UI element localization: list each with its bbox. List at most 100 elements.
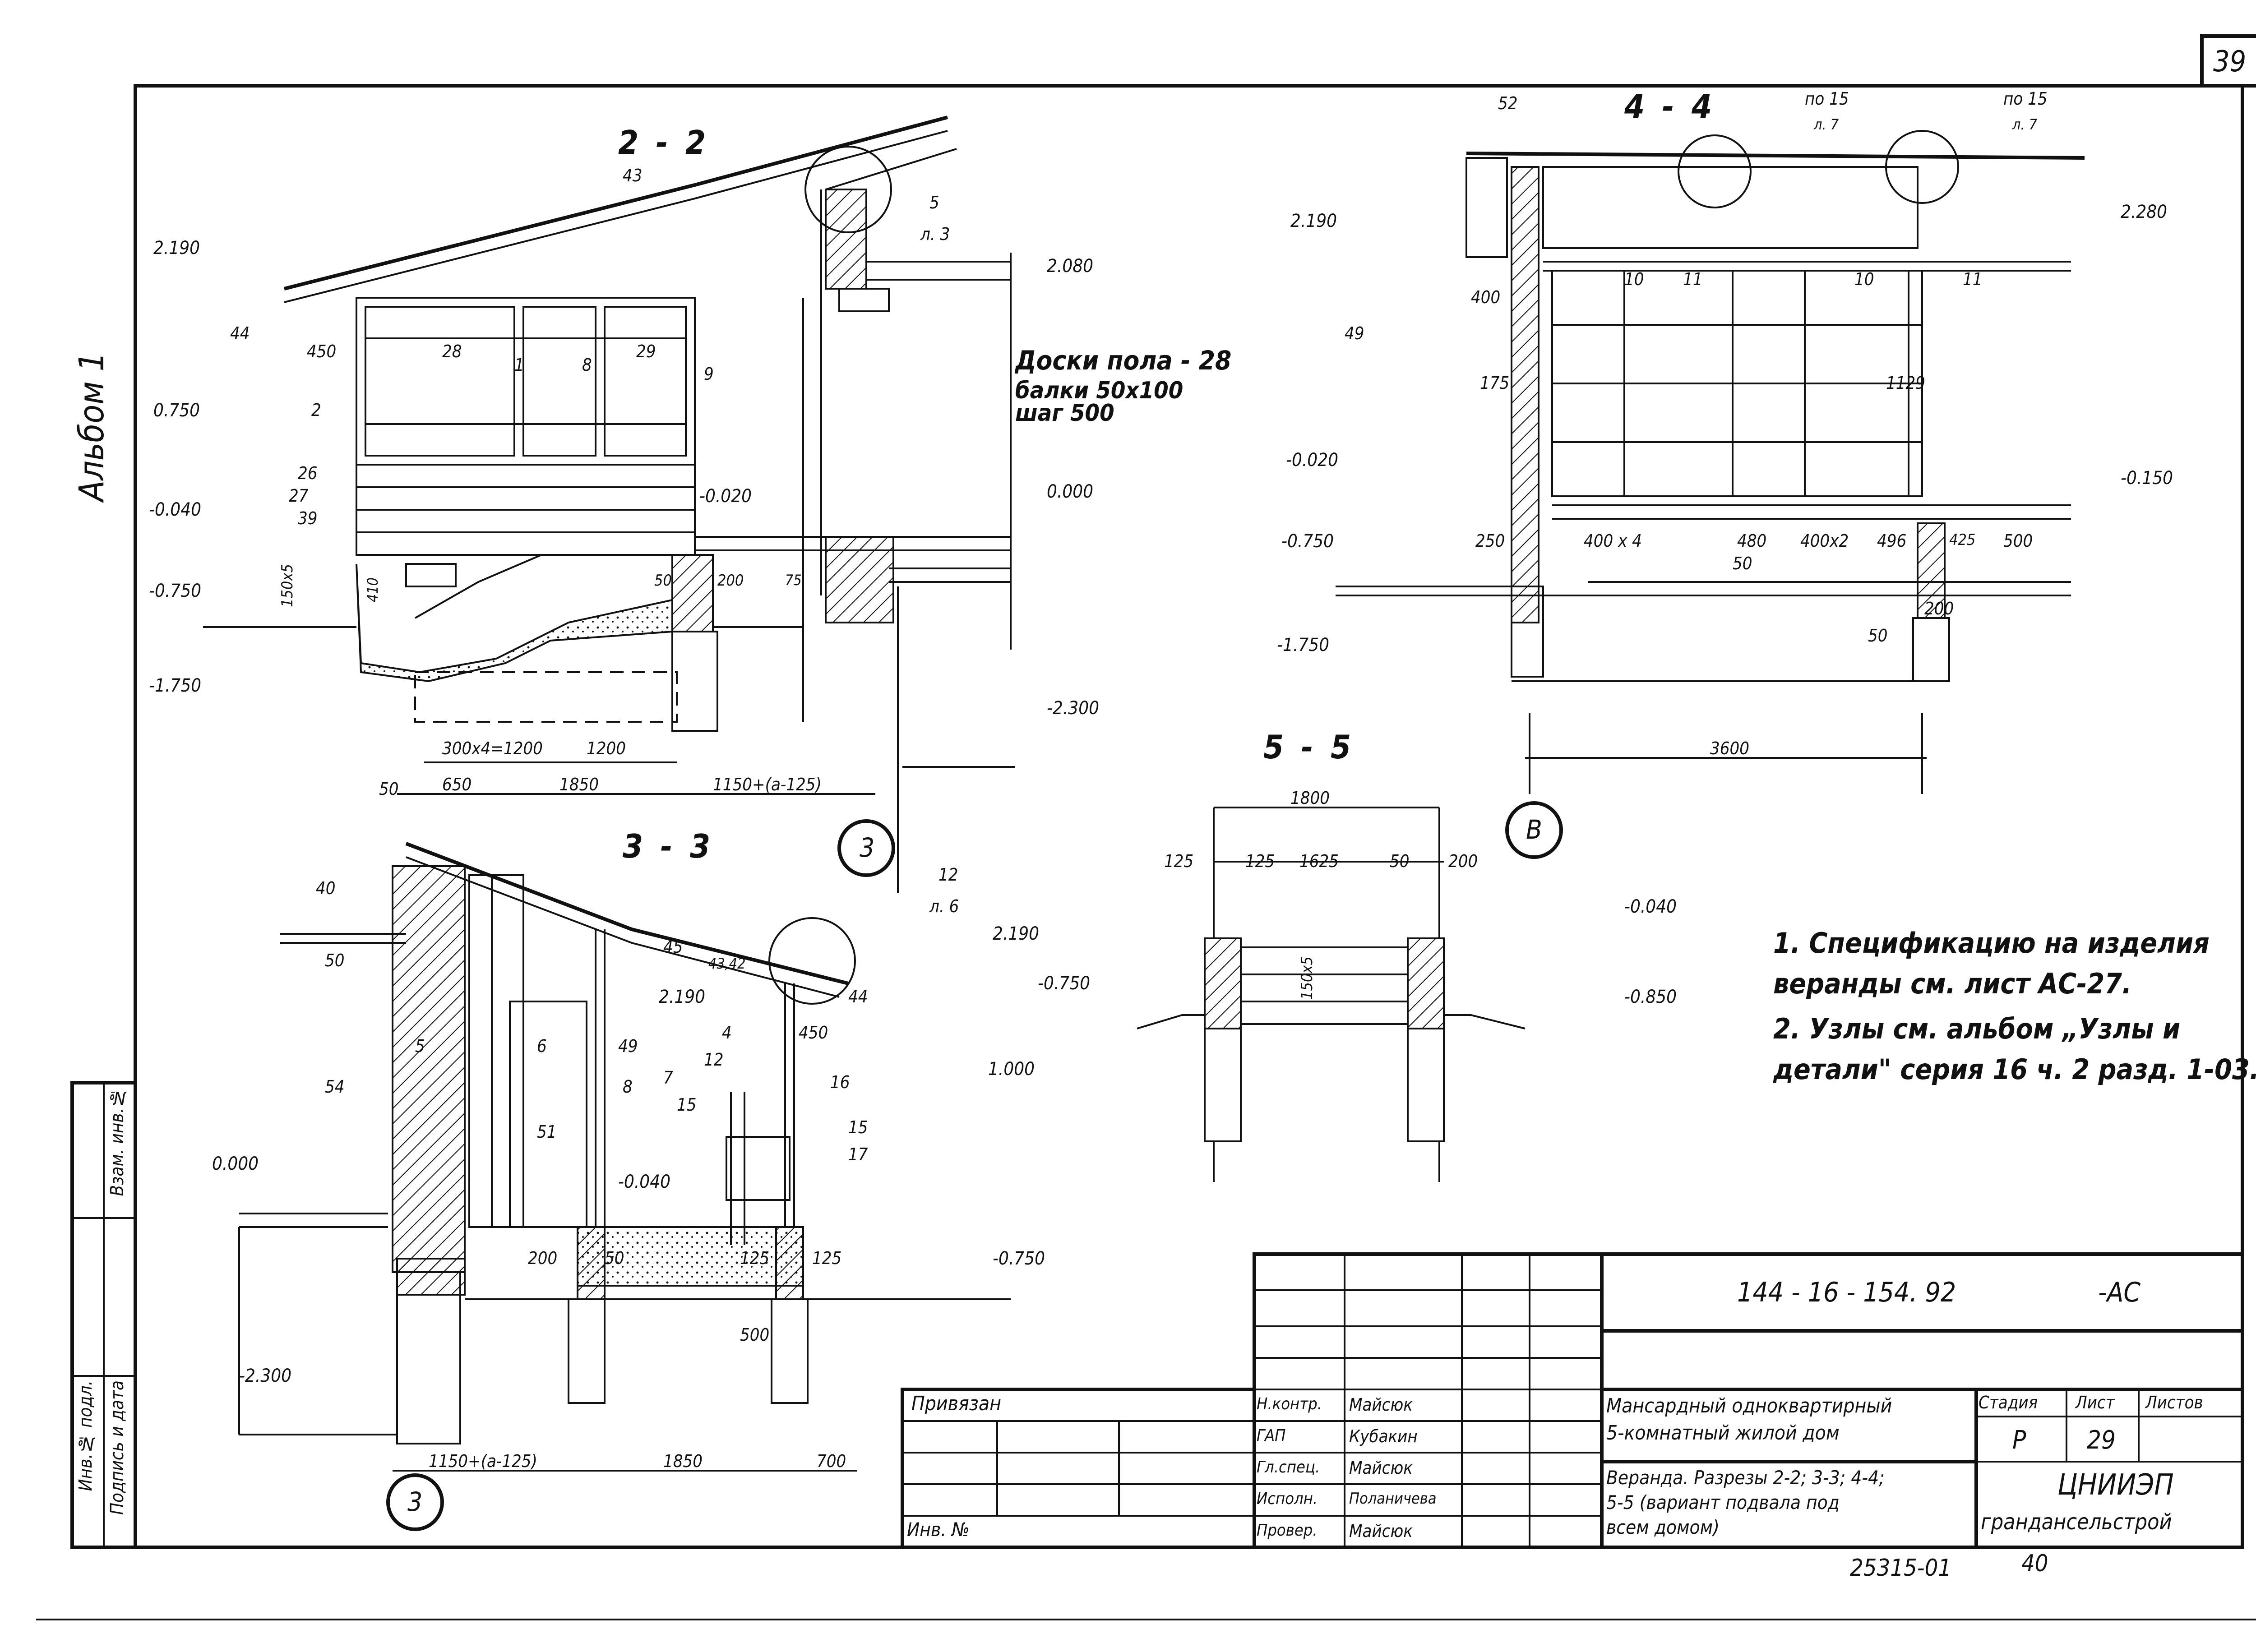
callout: 40 [316,878,336,898]
sheet-value: 29 [2087,1426,2116,1455]
callout: 480 [1737,531,1767,551]
callout: 150x5 [1298,956,1316,1000]
callout: 6 [537,1036,547,1056]
section-3-3 [238,842,1011,1531]
dimension: 300x4=1200 [442,738,543,758]
role-name: Кубакин [1349,1426,1418,1446]
callout: 26 [298,463,318,483]
level-mark: -0.040 [149,499,201,520]
callout: 17 [848,1144,868,1164]
callout: 52 [1498,93,1518,113]
section-2-2 [203,115,1015,893]
level-mark: -0.020 [1286,450,1338,471]
section-4-4 [1336,130,2085,859]
dimension: 1625 [1299,851,1339,871]
callout: 51 [537,1122,557,1142]
callout: 54 [325,1077,345,1097]
note-line: детали" серия 16 ч. 2 разд. 1-03. [1773,1053,2256,1086]
designation-suffix: -АС [2098,1277,2141,1308]
dimension: 125 [1164,851,1194,871]
callout: 250 [1475,531,1505,551]
section-2-2-title: 2 - 2 [618,124,710,162]
axis-marker-3: 3 [407,1486,423,1517]
dimension: 125 [1245,851,1275,871]
callout: по 15 [2003,89,2048,109]
level-mark: -0.750 [149,581,201,601]
callout: 125 [812,1248,842,1268]
note-line: 2. Узлы см. альбом „Узлы и [1773,1012,2181,1045]
callout: 150x5 [278,564,296,607]
axis-marker-3: 3 [860,832,875,863]
dimension: 50 [379,779,399,799]
level-mark: -1.750 [149,675,201,696]
stage-value: Р [2012,1426,2026,1455]
callout: 496 [1877,531,1907,551]
callout: 200 [1924,599,1954,618]
callout: 50 [1868,626,1888,646]
level-mark: 0.000 [212,1154,259,1174]
sheets-header: Листов [2145,1393,2203,1412]
callout: 500 [740,1325,770,1345]
level-mark: -0.040 [618,1172,670,1192]
callout: 50 [325,951,345,970]
callout: 15 [848,1117,868,1137]
level-mark: 2.190 [659,987,705,1007]
dimension: 1200 [587,738,626,758]
callout: 1 [514,355,524,375]
callout: 16 [830,1072,850,1092]
sheet-header: Лист [2076,1393,2115,1412]
callout: 49 [1345,323,1364,343]
note-line: веранды см. лист АС-27. [1773,967,2132,1000]
inventory-original-no: Инв.№ подл. [75,1380,96,1491]
project-name: Мансардный одноквартирный [1606,1394,1892,1417]
level-mark: 2.190 [153,238,200,258]
callout: 10 [1624,269,1644,289]
level-mark: -0.150 [2121,468,2173,489]
org-name: ЦНИИЭП [2057,1468,2174,1502]
level-mark: -2.300 [239,1366,291,1386]
axis-marker-v: В [1526,814,1542,845]
callout: 200 [528,1248,558,1268]
callout: 9 [704,364,714,384]
sheet-title: всем домом) [1606,1516,1720,1538]
sheet-number: 39 [2213,45,2247,78]
sheet-title: 5-5 (вариант подвала под [1606,1491,1840,1514]
callout: 175 [1480,373,1510,393]
callout: 29 [636,341,656,361]
role-label: ГАП [1257,1426,1286,1445]
level-mark: 2.190 [993,923,1039,944]
stage-header: Стадия [1979,1393,2038,1412]
callout: л. 3 [920,224,950,244]
callout: 400 x 4 [1584,531,1642,551]
callout: 50 [605,1248,624,1268]
callout: 44 [230,323,250,343]
role-name: Майсюк [1349,1395,1413,1415]
callout: 27 [289,486,309,506]
dimension: 700 [817,1451,846,1471]
callout: 8 [623,1077,633,1097]
callout: по 15 [1805,89,1849,109]
callout: 43 [623,166,643,185]
callout: 200 [717,572,744,590]
callout: 12 [704,1050,724,1070]
callout: 39 [298,508,318,528]
level-mark: -0.040 [1624,896,1677,917]
section-4-4-title: 4 - 4 [1624,88,1716,125]
callout: 400 [1471,287,1501,307]
archive-sheet: 40 [2021,1550,2048,1577]
dimension: 50 [1390,851,1410,871]
dimension: 650 [442,775,472,794]
level-mark: -1.750 [1277,635,1329,655]
level-mark: -0.750 [1281,531,1334,552]
callout: 450 [799,1023,828,1043]
level-mark: 0.750 [153,400,200,421]
title-block [901,1252,2244,1549]
role-name: Майсюк [1349,1458,1413,1478]
callout: 44 [848,987,868,1006]
callout: 49 [618,1036,638,1056]
callout: 5 [415,1036,425,1056]
section-5-5-title: 5 - 5 [1263,728,1355,766]
sheet-frame [134,84,2244,1549]
level-mark: 2.080 [1047,256,1093,277]
callout: 500 [2003,531,2033,551]
